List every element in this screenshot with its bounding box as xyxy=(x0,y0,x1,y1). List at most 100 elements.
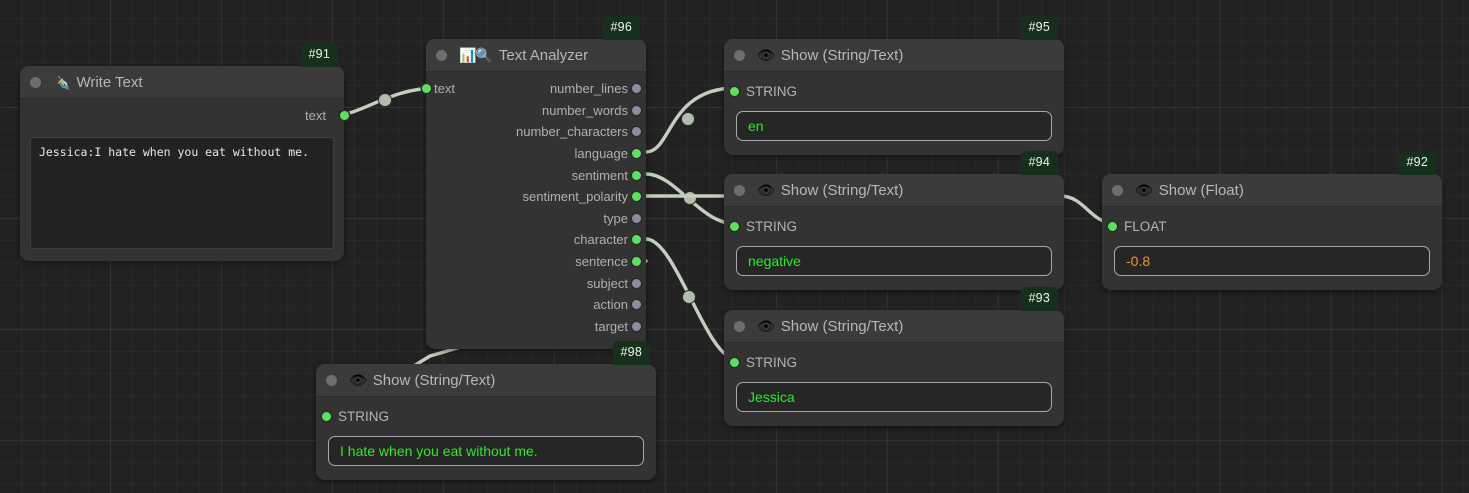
node-body: STRING negative xyxy=(724,215,1064,276)
output-port-text[interactable]: text xyxy=(20,105,349,127)
node-show-string-95[interactable]: #95 👁 Show (String/Text) STRING en xyxy=(724,16,1064,155)
output-port-character[interactable]: character xyxy=(426,229,641,251)
port-dot-sentiment-polarity[interactable] xyxy=(631,192,641,202)
wire-midpoint-dot xyxy=(682,290,696,304)
value-text: negative xyxy=(748,253,801,269)
collapse-dot[interactable] xyxy=(734,320,745,332)
port-dot-text[interactable] xyxy=(339,111,349,121)
output-port-number-characters[interactable]: number_characters xyxy=(426,121,641,143)
node-text-analyzer[interactable]: #96 📊🔍 Text Analyzer text number_lines n… xyxy=(421,16,646,350)
node-show-float-92[interactable]: #92 👁 Show (Float) FLOAT -0.8 xyxy=(1102,151,1442,290)
output-port-language[interactable]: language xyxy=(426,143,641,165)
output-port-subject[interactable]: subject xyxy=(426,272,641,294)
node-show-string-93[interactable]: #93 👁 Show (String/Text) STRING Jessica xyxy=(724,287,1064,426)
port-label: FLOAT xyxy=(1124,218,1167,234)
collapse-dot[interactable] xyxy=(326,374,337,386)
collapse-dot[interactable] xyxy=(30,76,41,88)
wire-language-to-show95 xyxy=(644,86,738,154)
node-write-text[interactable]: #91 ✒️ Write Text text Jessica:I hate wh… xyxy=(20,43,349,261)
port-label: sentiment_polarity xyxy=(522,189,629,205)
port-dot-subject[interactable] xyxy=(631,278,641,288)
node-id-badge: #98 xyxy=(612,341,650,365)
text-input-value: Jessica:I hate when you eat without me. xyxy=(39,144,310,159)
value-text: Jessica xyxy=(748,389,795,405)
value-display-field[interactable]: Jessica xyxy=(736,382,1052,412)
node-title: Text Analyzer xyxy=(498,46,589,64)
port-dot-action[interactable] xyxy=(631,300,641,310)
port-label: type xyxy=(603,210,628,226)
port-label: number_lines xyxy=(549,81,628,97)
value-display-field[interactable]: -0.8 xyxy=(1114,246,1430,276)
port-dot-sentence[interactable] xyxy=(631,257,641,267)
eye-icon: 👁 xyxy=(757,182,775,198)
port-label: number_characters xyxy=(516,124,628,140)
text-input-area[interactable]: Jessica:I hate when you eat without me. xyxy=(30,136,334,249)
wire-midpoint-dot xyxy=(683,191,697,205)
port-dot-string-in[interactable] xyxy=(730,221,739,231)
port-dot-string-in[interactable] xyxy=(730,86,739,96)
node-header[interactable]: 👁 Show (Float) xyxy=(1102,174,1442,207)
node-header[interactable]: 👁 Show (String/Text) xyxy=(724,174,1064,207)
node-title: Show (Float) xyxy=(1158,181,1244,199)
value-text: -0.8 xyxy=(1126,253,1151,269)
input-port-string[interactable]: STRING xyxy=(724,80,1064,102)
output-port-sentiment[interactable]: sentiment xyxy=(426,164,641,186)
port-dot-string-in[interactable] xyxy=(730,357,739,367)
node-body: FLOAT -0.8 xyxy=(1102,215,1442,276)
port-dot-target[interactable] xyxy=(631,321,641,331)
collapse-dot[interactable] xyxy=(1112,184,1123,196)
output-port-sentence[interactable]: sentence xyxy=(426,251,641,273)
output-port-action[interactable]: action xyxy=(426,294,641,316)
port-label: language xyxy=(574,146,629,162)
port-label: number_words xyxy=(542,102,628,118)
port-dot-number-characters[interactable] xyxy=(631,127,641,137)
node-title: Show (String/Text) xyxy=(780,181,904,199)
port-dot-type[interactable] xyxy=(631,213,641,223)
collapse-dot[interactable] xyxy=(734,184,745,196)
node-show-string-98[interactable]: #98 👁 Show (String/Text) STRING I hate w… xyxy=(316,341,656,480)
eye-icon: 👁 xyxy=(757,318,775,334)
bar-chart-magnifier-icon: 📊🔍 xyxy=(459,47,493,63)
output-port-number-lines[interactable]: number_lines xyxy=(426,78,641,100)
port-dot-character[interactable] xyxy=(631,235,641,245)
value-display-field[interactable]: en xyxy=(736,111,1052,141)
port-dot-string-in[interactable] xyxy=(322,411,331,421)
node-header[interactable]: 👁 Show (String/Text) xyxy=(724,310,1064,343)
wire-midpoint-dot xyxy=(681,112,695,126)
node-id-badge: #95 xyxy=(1020,16,1058,40)
node-header[interactable]: 👁 Show (String/Text) xyxy=(316,364,656,397)
input-port-float[interactable]: FLOAT xyxy=(1102,215,1442,237)
port-label: STRING xyxy=(746,83,798,99)
node-body: STRING I hate when you eat without me. xyxy=(316,405,656,466)
value-display-field[interactable]: I hate when you eat without me. xyxy=(328,436,644,466)
port-label: text xyxy=(434,81,455,97)
input-port-string[interactable]: STRING xyxy=(724,215,1064,237)
node-header[interactable]: 📊🔍 Text Analyzer xyxy=(426,39,646,72)
node-id-badge: #96 xyxy=(602,16,640,40)
port-dot-number-words[interactable] xyxy=(631,105,641,115)
port-label: STRING xyxy=(746,354,798,370)
input-port-string[interactable]: STRING xyxy=(316,405,656,427)
collapse-dot[interactable] xyxy=(734,49,745,61)
value-display-field[interactable]: negative xyxy=(736,246,1052,276)
output-port-type[interactable]: type xyxy=(426,208,641,230)
port-label: character xyxy=(573,232,628,248)
node-title: Show (String/Text) xyxy=(780,317,904,335)
wire-writetext-to-analyzer xyxy=(334,86,438,117)
node-show-string-94[interactable]: #94 👁 Show (String/Text) STRING negative xyxy=(724,151,1064,290)
collapse-dot[interactable] xyxy=(436,49,447,61)
node-header[interactable]: ✒️ Write Text xyxy=(20,66,344,99)
port-dot-sentiment[interactable] xyxy=(631,170,641,180)
input-port-string[interactable]: STRING xyxy=(724,351,1064,373)
port-dot-float-in[interactable] xyxy=(1108,221,1117,231)
output-port-target[interactable]: target xyxy=(426,316,641,338)
port-dot-language[interactable] xyxy=(631,149,641,159)
node-header[interactable]: 👁 Show (String/Text) xyxy=(724,39,1064,72)
port-dot-number-lines[interactable] xyxy=(631,84,641,94)
output-port-sentiment-polarity[interactable]: sentiment_polarity xyxy=(426,186,641,208)
node-id-badge: #91 xyxy=(300,43,338,67)
output-port-number-words[interactable]: number_words xyxy=(426,100,641,122)
port-label: text xyxy=(305,108,326,124)
node-body: STRING Jessica xyxy=(724,351,1064,412)
